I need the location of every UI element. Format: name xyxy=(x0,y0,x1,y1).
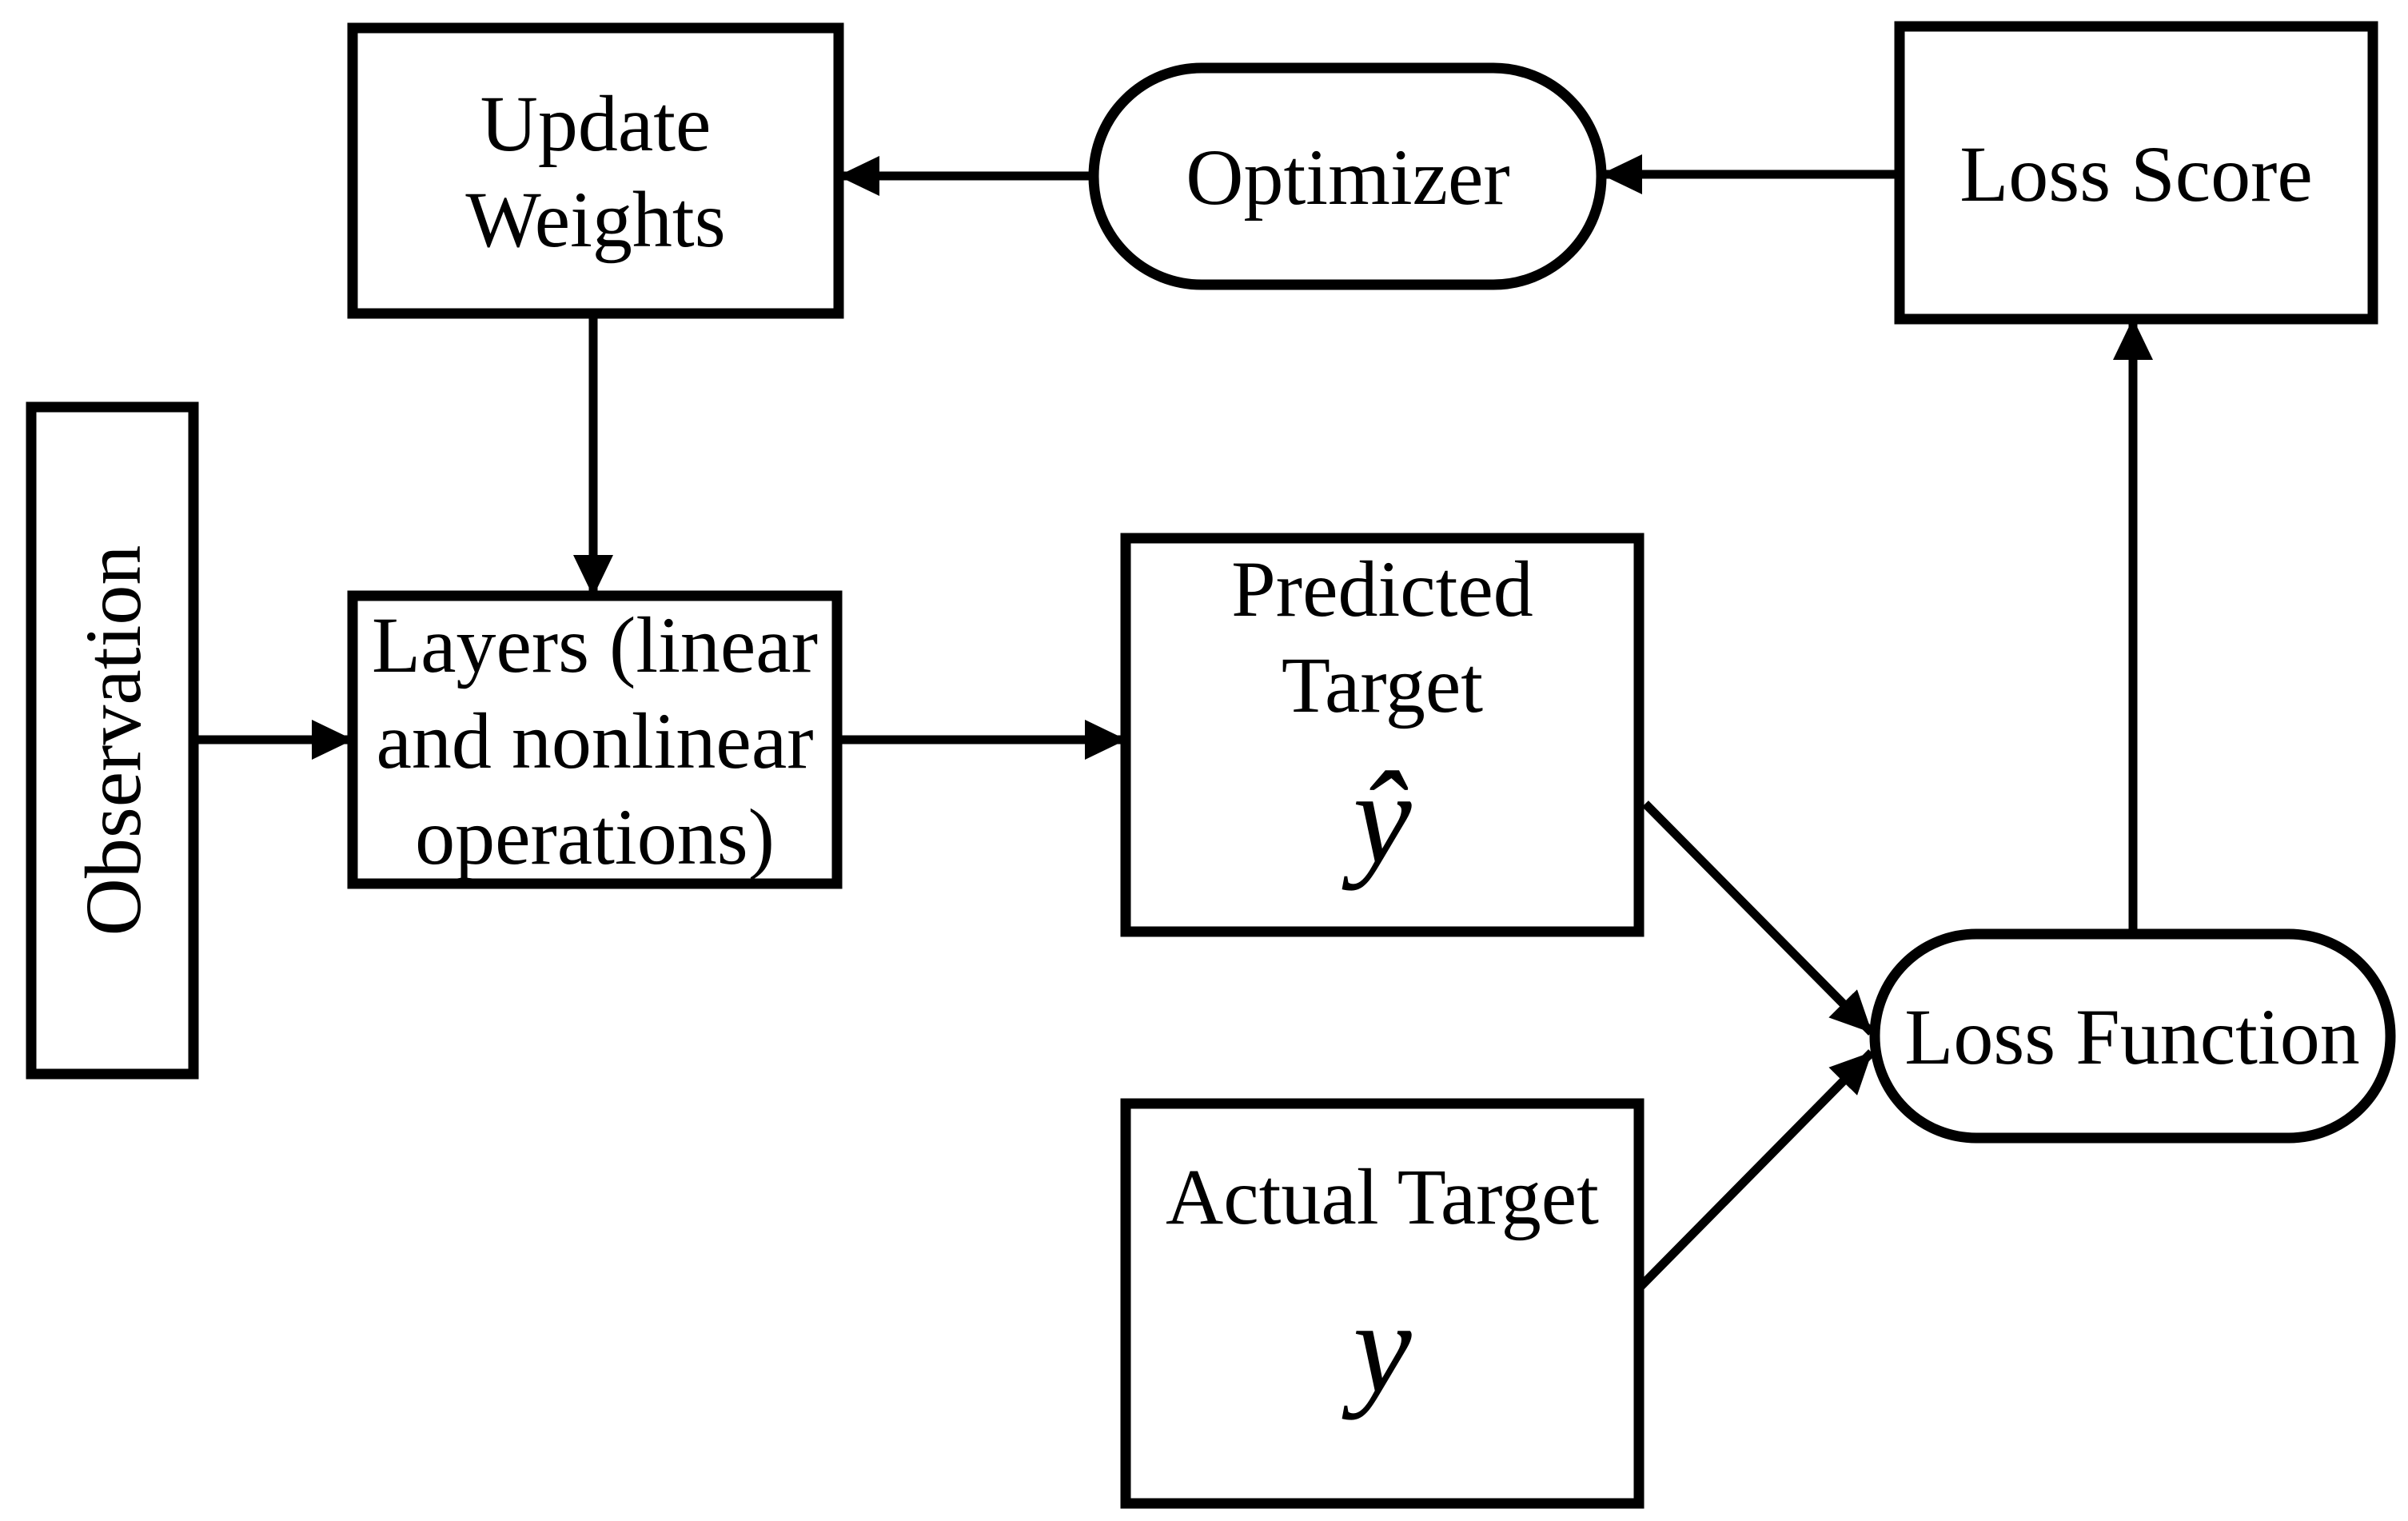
observation-box xyxy=(26,401,199,1080)
actual-target-label: Actual Target xyxy=(1166,1152,1599,1241)
loss-function-stadium xyxy=(1869,928,2396,1144)
optimizer-label: Optimizer xyxy=(1186,133,1509,222)
update-weights-label-line1: Update xyxy=(480,79,712,168)
node-predicted-target: Predicted Target ŷ xyxy=(1120,533,1645,937)
node-loss-function: Loss Function xyxy=(1869,928,2396,1144)
update-weights-box xyxy=(347,22,844,319)
node-loss-score: Loss Score xyxy=(1894,21,2378,325)
predicted-target-box xyxy=(1120,533,1645,937)
loss-score-box xyxy=(1894,21,2378,325)
loss-score-label: Loss Score xyxy=(1959,130,2313,218)
node-layers: Layers (linear and nonlinear operations) xyxy=(347,590,843,889)
arrow-predicted-target-to-loss-function xyxy=(1642,800,1875,1036)
node-actual-target: Actual Target y xyxy=(1120,1098,1645,1509)
layers-label-line2: and nonlinear xyxy=(376,697,813,785)
layers-label-line3: operations) xyxy=(415,792,775,881)
update-weights-label-line2: Weights xyxy=(465,175,725,264)
node-update-weights: Update Weights xyxy=(347,22,844,319)
layers-label-line1: Layers (linear xyxy=(372,601,818,689)
predicted-target-label-line1: Predicted xyxy=(1231,545,1533,633)
arrow-actual-target-to-loss-function xyxy=(1634,1049,1875,1293)
predicted-target-label-line2: Target xyxy=(1282,641,1483,729)
edges xyxy=(193,154,2153,1293)
observation-label: Observation xyxy=(69,545,157,936)
node-observation: Observation xyxy=(26,401,199,1080)
layers-box xyxy=(347,590,843,889)
loss-function-label: Loss Function xyxy=(1904,992,2359,1081)
node-optimizer: Optimizer xyxy=(1088,62,1607,290)
optimizer-stadium xyxy=(1088,62,1607,290)
actual-target-symbol: y xyxy=(1342,1274,1412,1420)
actual-target-box xyxy=(1120,1098,1645,1509)
predicted-target-symbol: ŷ xyxy=(1342,745,1412,891)
